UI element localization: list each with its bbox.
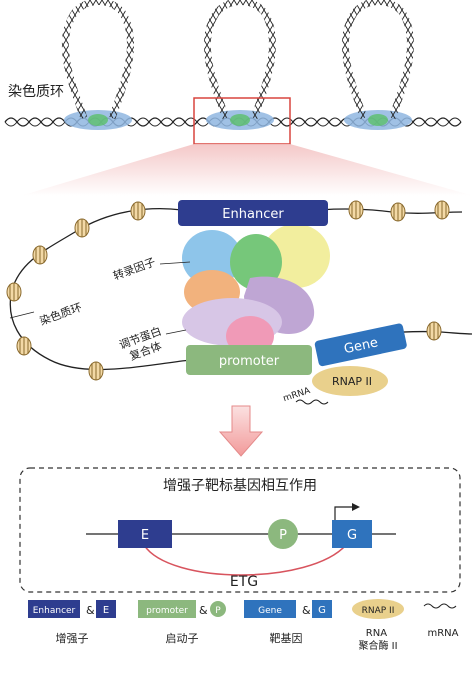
legend: Enhancer & E 增强子 promoter & P 启动子 Gene &…	[28, 599, 459, 652]
promoter-bar	[186, 345, 312, 375]
rnap-ii	[312, 366, 388, 396]
legend-gene-caption: 靶基因	[270, 632, 303, 645]
legend-enhancer-caption: 增强子	[56, 631, 89, 645]
chromatin-loop-3	[341, 0, 414, 130]
tss-arrowhead	[352, 503, 360, 511]
nucleosome	[130, 201, 146, 221]
legend-rnap-text: RNAP II	[362, 606, 395, 616]
chromatin-loop-2	[203, 0, 276, 130]
legend-p-letter: P	[215, 606, 221, 616]
rnap-label: RNAP II	[332, 375, 372, 388]
gene-box-g	[332, 520, 372, 548]
legend-amp-1: &	[86, 604, 95, 617]
tf-leader-line	[159, 261, 191, 265]
tf-blue	[182, 230, 242, 286]
loop-2-fiber	[203, 0, 276, 120]
legend-rnap-ellipse	[352, 599, 404, 619]
nucleosome	[426, 321, 442, 341]
legend-e-letter: E	[103, 605, 109, 616]
chromatin-loop-label-top: 染色质环	[8, 83, 64, 100]
protein-complex	[182, 224, 330, 356]
legend-mrna-caption: mRNA	[427, 628, 458, 639]
legend-amp-2: &	[199, 604, 208, 617]
nucleosome	[348, 200, 364, 220]
enhancer-letter-e: E	[141, 528, 149, 543]
legend-rnap-caption-line1: RNA	[366, 628, 387, 639]
legend-g-box	[312, 600, 332, 618]
legend-p-circle	[210, 601, 226, 617]
promoter-label: promoter	[219, 354, 280, 369]
bottom-panel: 增强子靶标基因相互作用 E P G ETG	[19, 467, 461, 593]
etg-arc	[143, 544, 347, 576]
coactivator-label: 调节蛋白 复合体	[117, 322, 171, 365]
enhancer-bar	[178, 200, 328, 226]
gene-label: Gene	[343, 335, 380, 357]
promoter-circle-p	[268, 519, 298, 549]
legend-promoter-box	[138, 600, 196, 618]
legend-g-letter: G	[318, 605, 326, 616]
legend-rnap-caption-line2: 聚合酶 II	[358, 639, 397, 652]
legend-e-box	[96, 600, 116, 618]
gene-bar-group: Gene	[314, 323, 407, 367]
nucleosome	[6, 282, 22, 302]
nucleosome	[88, 361, 104, 381]
legend-gene-text: Gene	[258, 606, 282, 616]
middle-panel: Enhancer promoter Gene RNAP II mRNA 转录因子…	[6, 200, 473, 405]
loop-leader-line	[9, 311, 35, 319]
down-arrow	[218, 405, 264, 457]
nucleosome	[434, 200, 450, 220]
loop-3-fiber	[341, 0, 414, 120]
tss-arrow	[334, 506, 356, 520]
top-panel: 染色质环	[4, 0, 474, 196]
nucleosome	[74, 218, 90, 238]
legend-enhancer-box	[28, 600, 80, 618]
legend-amp-3: &	[302, 604, 311, 617]
gene-letter-g: G	[347, 528, 357, 543]
mrna-strand	[295, 399, 329, 405]
tf-green	[230, 234, 282, 290]
enhancer-label: Enhancer	[222, 207, 284, 222]
tf-label: 转录因子	[111, 255, 157, 283]
nucleosome	[390, 202, 406, 222]
chromatin-loop-1	[61, 0, 134, 130]
nucleosomes	[6, 200, 450, 381]
legend-enhancer-text: Enhancer	[33, 606, 76, 616]
gene-bar	[314, 323, 407, 367]
loop-1-fiber	[61, 0, 134, 120]
nucleosome	[32, 245, 48, 265]
legend-rnap-caption: RNA 聚合酶 II	[358, 628, 397, 652]
etg-dashed-frame	[19, 467, 461, 593]
promoter-letter-p: P	[279, 528, 287, 543]
enhancer-box-e	[118, 520, 172, 548]
legend-gene-box	[244, 600, 296, 618]
coactivator-leader-line	[165, 329, 187, 335]
legend-mrna-squiggle	[423, 603, 457, 609]
etg-label: ETG	[230, 574, 258, 590]
etg-title: 增强子靶标基因相互作用	[163, 477, 317, 494]
legend-promoter-caption: 启动子	[166, 632, 199, 645]
chromatin-loop-label-mid: 染色质环	[38, 300, 84, 328]
legend-promoter-text: promoter	[146, 606, 188, 616]
zoom-fan	[20, 144, 474, 196]
nucleosome	[16, 336, 32, 356]
